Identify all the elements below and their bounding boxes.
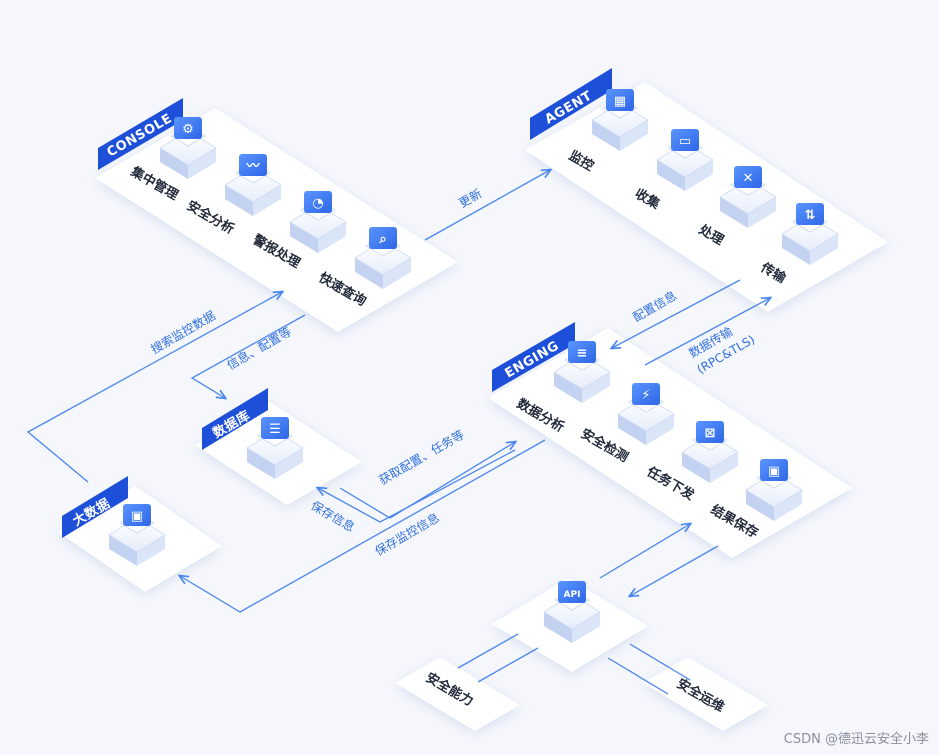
svg-text:◔: ◔ [312, 196, 323, 211]
flow-save-info-label: 保存信息 [309, 498, 358, 535]
svg-text:✕: ✕ [743, 171, 754, 186]
info-config-arrow [190, 314, 306, 398]
security-ops-panel [643, 657, 768, 731]
monitor-icon: ▦ [591, 89, 649, 151]
api-capability-line-2 [477, 647, 539, 683]
svg-text:☰: ☰ [269, 422, 281, 437]
search-icon: ⌕ [354, 227, 412, 289]
flow-save-monitor-label: 保存监控信息 [372, 510, 442, 559]
config-info-arrow [612, 279, 741, 348]
search-monitor-arrow [26, 292, 282, 483]
get-config-arrow [339, 442, 515, 519]
send-icon: ⊠ [681, 421, 739, 483]
flow-config-info-label: 配置信息 [630, 288, 679, 325]
flow-info-config-label: 信息、配置等 [224, 324, 294, 373]
svg-text:⌕: ⌕ [378, 232, 386, 247]
chart-icon: 〰 [224, 154, 282, 216]
svg-text:⊠: ⊠ [705, 426, 716, 441]
database-icon: ☰ [246, 417, 304, 479]
console-panel [95, 108, 458, 332]
svg-text:▣: ▣ [131, 509, 143, 524]
flow-search-monitor-label: 搜索监控数据 [148, 308, 218, 357]
flow-update-label: 更新 [456, 186, 484, 211]
security-capability-panel [395, 657, 520, 731]
inbox-icon: ▭ [656, 129, 714, 191]
api-icon: API [543, 581, 601, 643]
data-transfer-arrow [644, 298, 770, 366]
svg-text:〰: 〰 [245, 159, 260, 174]
watermark: CSDN @德迅云安全小李 [783, 732, 929, 747]
engine-to-api-arrow [630, 545, 719, 596]
update-arrow [424, 170, 550, 241]
api-ops-line-1 [607, 657, 669, 695]
svg-text:▣: ▣ [768, 464, 780, 479]
list-icon: ≡ [553, 341, 611, 403]
svg-text:▭: ▭ [679, 134, 691, 149]
flow-get-config-label: 获取配置、任务等 [376, 427, 467, 488]
agent-panel [525, 82, 888, 312]
api-capability-line-1 [457, 633, 519, 669]
api-to-engine-arrow [599, 524, 690, 579]
save-monitor-arrow [180, 439, 546, 613]
svg-text:≡: ≡ [577, 346, 588, 361]
transfer-icon: ⇅ [781, 203, 839, 265]
save-info-arrow [318, 449, 516, 523]
svg-text:⚡: ⚡ [641, 388, 650, 403]
api-ops-line-2 [629, 643, 691, 681]
wrench-icon: ✕ [719, 166, 777, 228]
cubes-icon: ▣ [108, 504, 166, 566]
svg-text:▦: ▦ [614, 94, 626, 109]
svg-text:API: API [564, 590, 581, 600]
gear-icon: ⚙ [159, 117, 217, 179]
alarm-icon: ◔ [289, 191, 347, 253]
svg-text:⇅: ⇅ [805, 208, 816, 223]
svg-text:⚙: ⚙ [182, 122, 194, 137]
save-icon: ▣ [745, 459, 803, 521]
shield-icon: ⚡ [617, 383, 675, 445]
